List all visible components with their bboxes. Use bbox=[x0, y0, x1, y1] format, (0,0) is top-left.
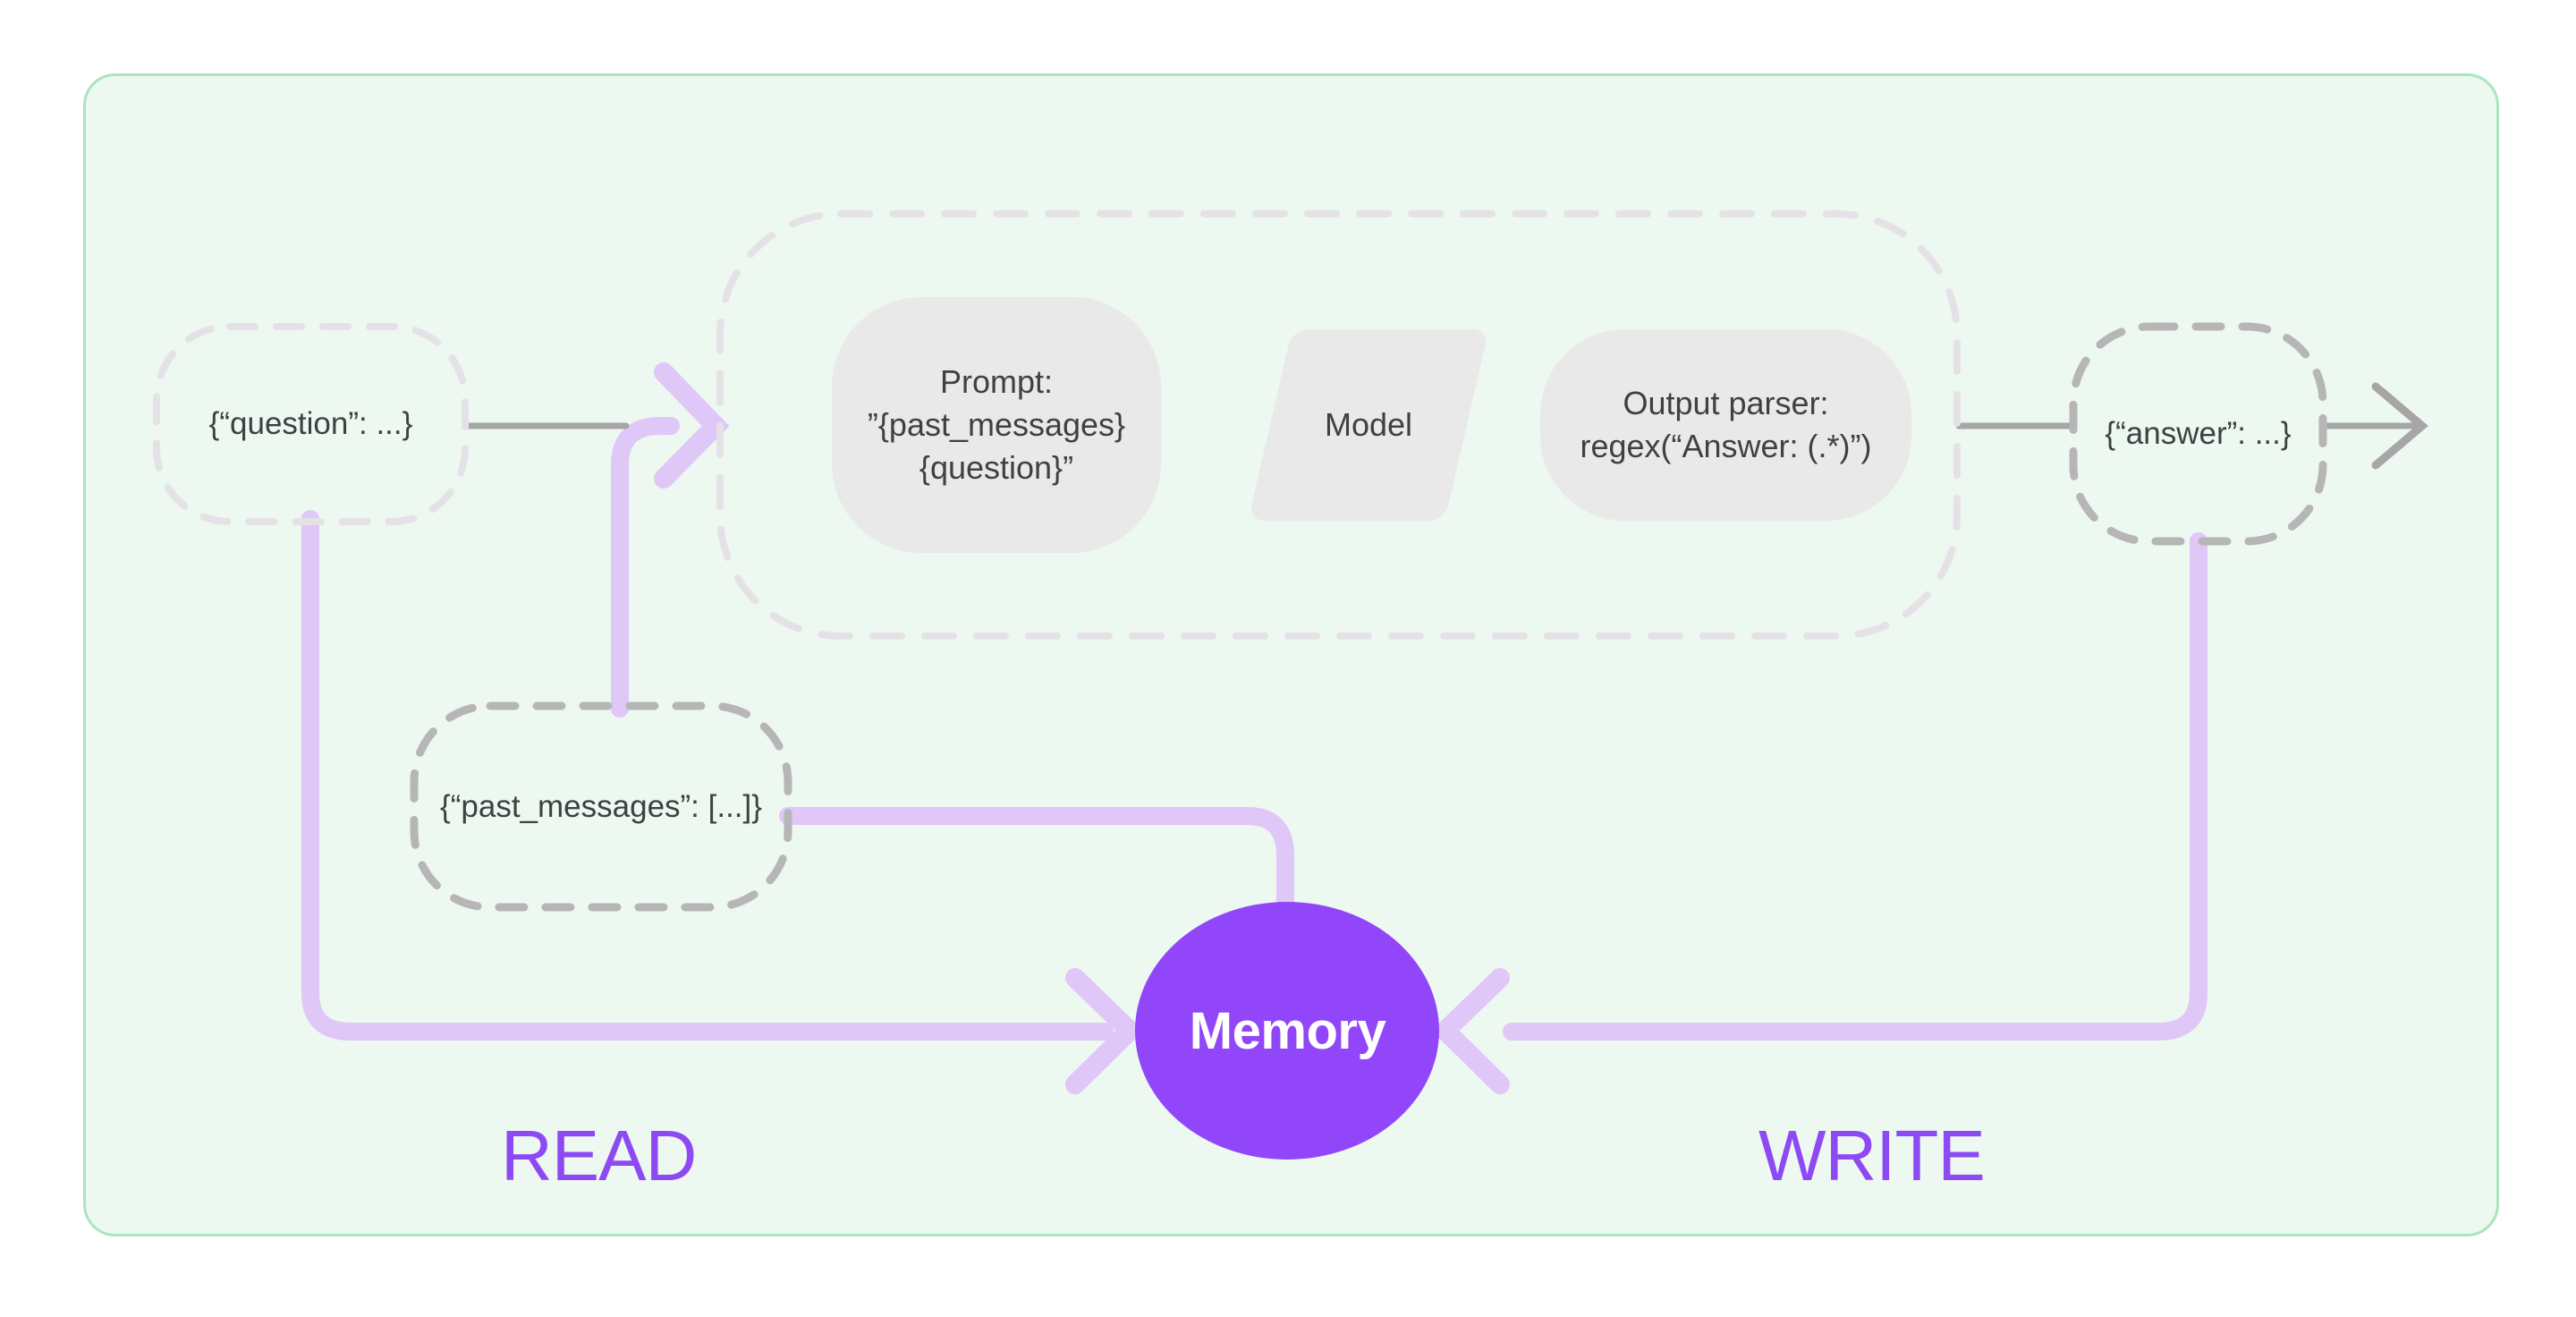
question-node-label: {“question”: ...} bbox=[208, 406, 413, 441]
edge-pastmessages-to-memory bbox=[779, 807, 1294, 914]
prompt-node: Prompt: ”{past_messages} {question}” bbox=[832, 297, 1161, 553]
edge-pastmessages-to-chain-arrowhead bbox=[654, 362, 730, 489]
read-label: READ bbox=[501, 1116, 697, 1195]
edge-question-to-memory bbox=[301, 510, 1114, 1041]
past-messages-node-border bbox=[410, 701, 792, 912]
model-node-label: Model bbox=[1324, 406, 1413, 443]
answer-node-border bbox=[2069, 322, 2327, 546]
output-parser-node: Output parser: regex(“Answer: (.*)”) bbox=[1540, 329, 1911, 521]
edge-answer-to-memory bbox=[1503, 532, 2207, 1041]
edge-pastmessages-to-chain bbox=[611, 417, 680, 718]
question-node-border bbox=[153, 323, 469, 525]
prompt-node-line1: Prompt: bbox=[939, 363, 1054, 400]
output-parser-line2: regex(“Answer: (.*)”) bbox=[1580, 428, 1872, 464]
output-parser-line1: Output parser: bbox=[1623, 385, 1829, 421]
prompt-node-line2: ”{past_messages} bbox=[867, 406, 1126, 443]
answer-node-label: {“answer”: ...} bbox=[2105, 416, 2292, 451]
prompt-node-line3: {question}” bbox=[919, 449, 1074, 486]
memory-node bbox=[1135, 902, 1439, 1160]
edge-question-to-memory-arrowhead bbox=[1065, 968, 1144, 1094]
edge-answer-to-output-arrowhead bbox=[2371, 382, 2428, 470]
memory-node-label: Memory bbox=[1189, 1001, 1386, 1060]
edge-answer-to-memory-arrowhead bbox=[1431, 968, 1510, 1094]
chain-container-border bbox=[716, 210, 1961, 640]
past-messages-node-label: {“past_messages”: [...]} bbox=[440, 788, 762, 824]
write-label: WRITE bbox=[1758, 1116, 1986, 1195]
